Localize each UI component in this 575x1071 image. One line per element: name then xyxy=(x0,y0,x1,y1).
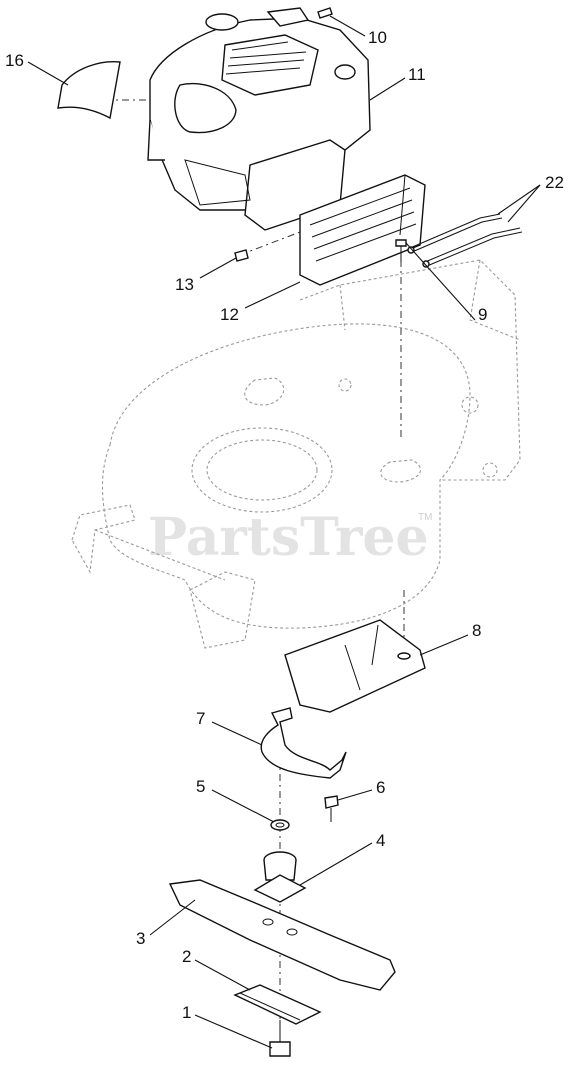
callout-16: 16 xyxy=(5,51,24,70)
callout-1: 1 xyxy=(182,1003,191,1022)
part-9-bolt xyxy=(395,239,407,262)
part-11-engine xyxy=(147,7,371,231)
watermark-trademark: TM xyxy=(418,512,432,523)
callout-9: 9 xyxy=(478,305,487,324)
watermark: PartsTree TM xyxy=(148,507,432,568)
callout-5: 5 xyxy=(196,777,205,796)
callout-13: 13 xyxy=(175,275,194,294)
part-5-washer xyxy=(270,819,290,831)
part-13-screw xyxy=(234,249,249,262)
part-4-adapter xyxy=(253,851,307,903)
part-1-bolt xyxy=(269,1020,291,1057)
callout-6: 6 xyxy=(376,778,385,797)
watermark-text: PartsTree xyxy=(148,507,429,568)
callout-12: 12 xyxy=(220,305,239,324)
part-2-stiffener xyxy=(233,984,322,1025)
part-7-bracket xyxy=(260,707,347,779)
callout-labels: 16 10 11 22 13 12 9 8 7 5 6 4 3 2 1 xyxy=(5,28,564,1022)
part-8-baffle xyxy=(284,619,426,713)
callout-11: 11 xyxy=(408,65,426,84)
part-3-blade xyxy=(168,879,396,991)
callout-22: 22 xyxy=(545,173,564,192)
part-22-rods xyxy=(407,213,523,268)
part-12-muffler-guard xyxy=(299,174,426,286)
callout-4: 4 xyxy=(376,831,385,850)
callout-10: 10 xyxy=(368,28,387,47)
callout-7: 7 xyxy=(196,709,205,728)
mower-deck-ghost xyxy=(71,259,521,649)
callout-8: 8 xyxy=(472,621,481,640)
leader-lines xyxy=(27,15,541,1049)
part-16-cover xyxy=(57,61,121,120)
part-6-bolt xyxy=(324,795,339,822)
part-10-screw xyxy=(317,7,333,19)
callout-2: 2 xyxy=(182,947,191,966)
callout-3: 3 xyxy=(136,929,145,948)
